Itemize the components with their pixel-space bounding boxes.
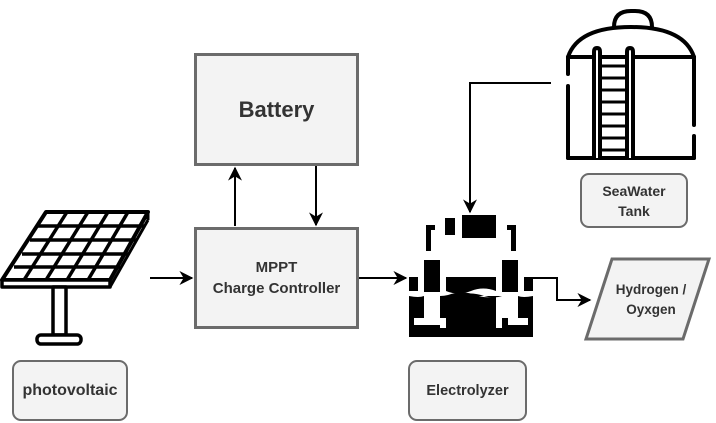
hydrogen-oxygen-label: Hydrogen / Oyxgen xyxy=(615,282,687,317)
photovoltaic-node: photovoltaic xyxy=(12,360,128,421)
edge-tank-to-electrolyzer xyxy=(463,82,551,214)
battery-node: Battery xyxy=(194,53,359,166)
seawater-tank-node: SeaWater Tank xyxy=(580,173,688,228)
mppt-label: MPPT Charge Controller xyxy=(212,259,341,297)
electrolyzer-icon xyxy=(409,215,533,337)
battery-label: Battery xyxy=(238,96,315,122)
solar-panel-icon xyxy=(0,210,150,346)
photovoltaic-label: photovoltaic xyxy=(22,381,118,399)
seawater-tank-label: SeaWater Tank xyxy=(602,182,666,219)
electrolyzer-node: Electrolyzer xyxy=(408,360,527,421)
water-tank-icon xyxy=(566,9,696,160)
electrolyzer-label: Electrolyzer xyxy=(426,382,509,399)
edge-electrolyzer-to-output xyxy=(533,277,592,307)
output-shape xyxy=(583,257,712,341)
mppt-charge-controller-node: MPPT Charge Controller xyxy=(194,227,359,329)
